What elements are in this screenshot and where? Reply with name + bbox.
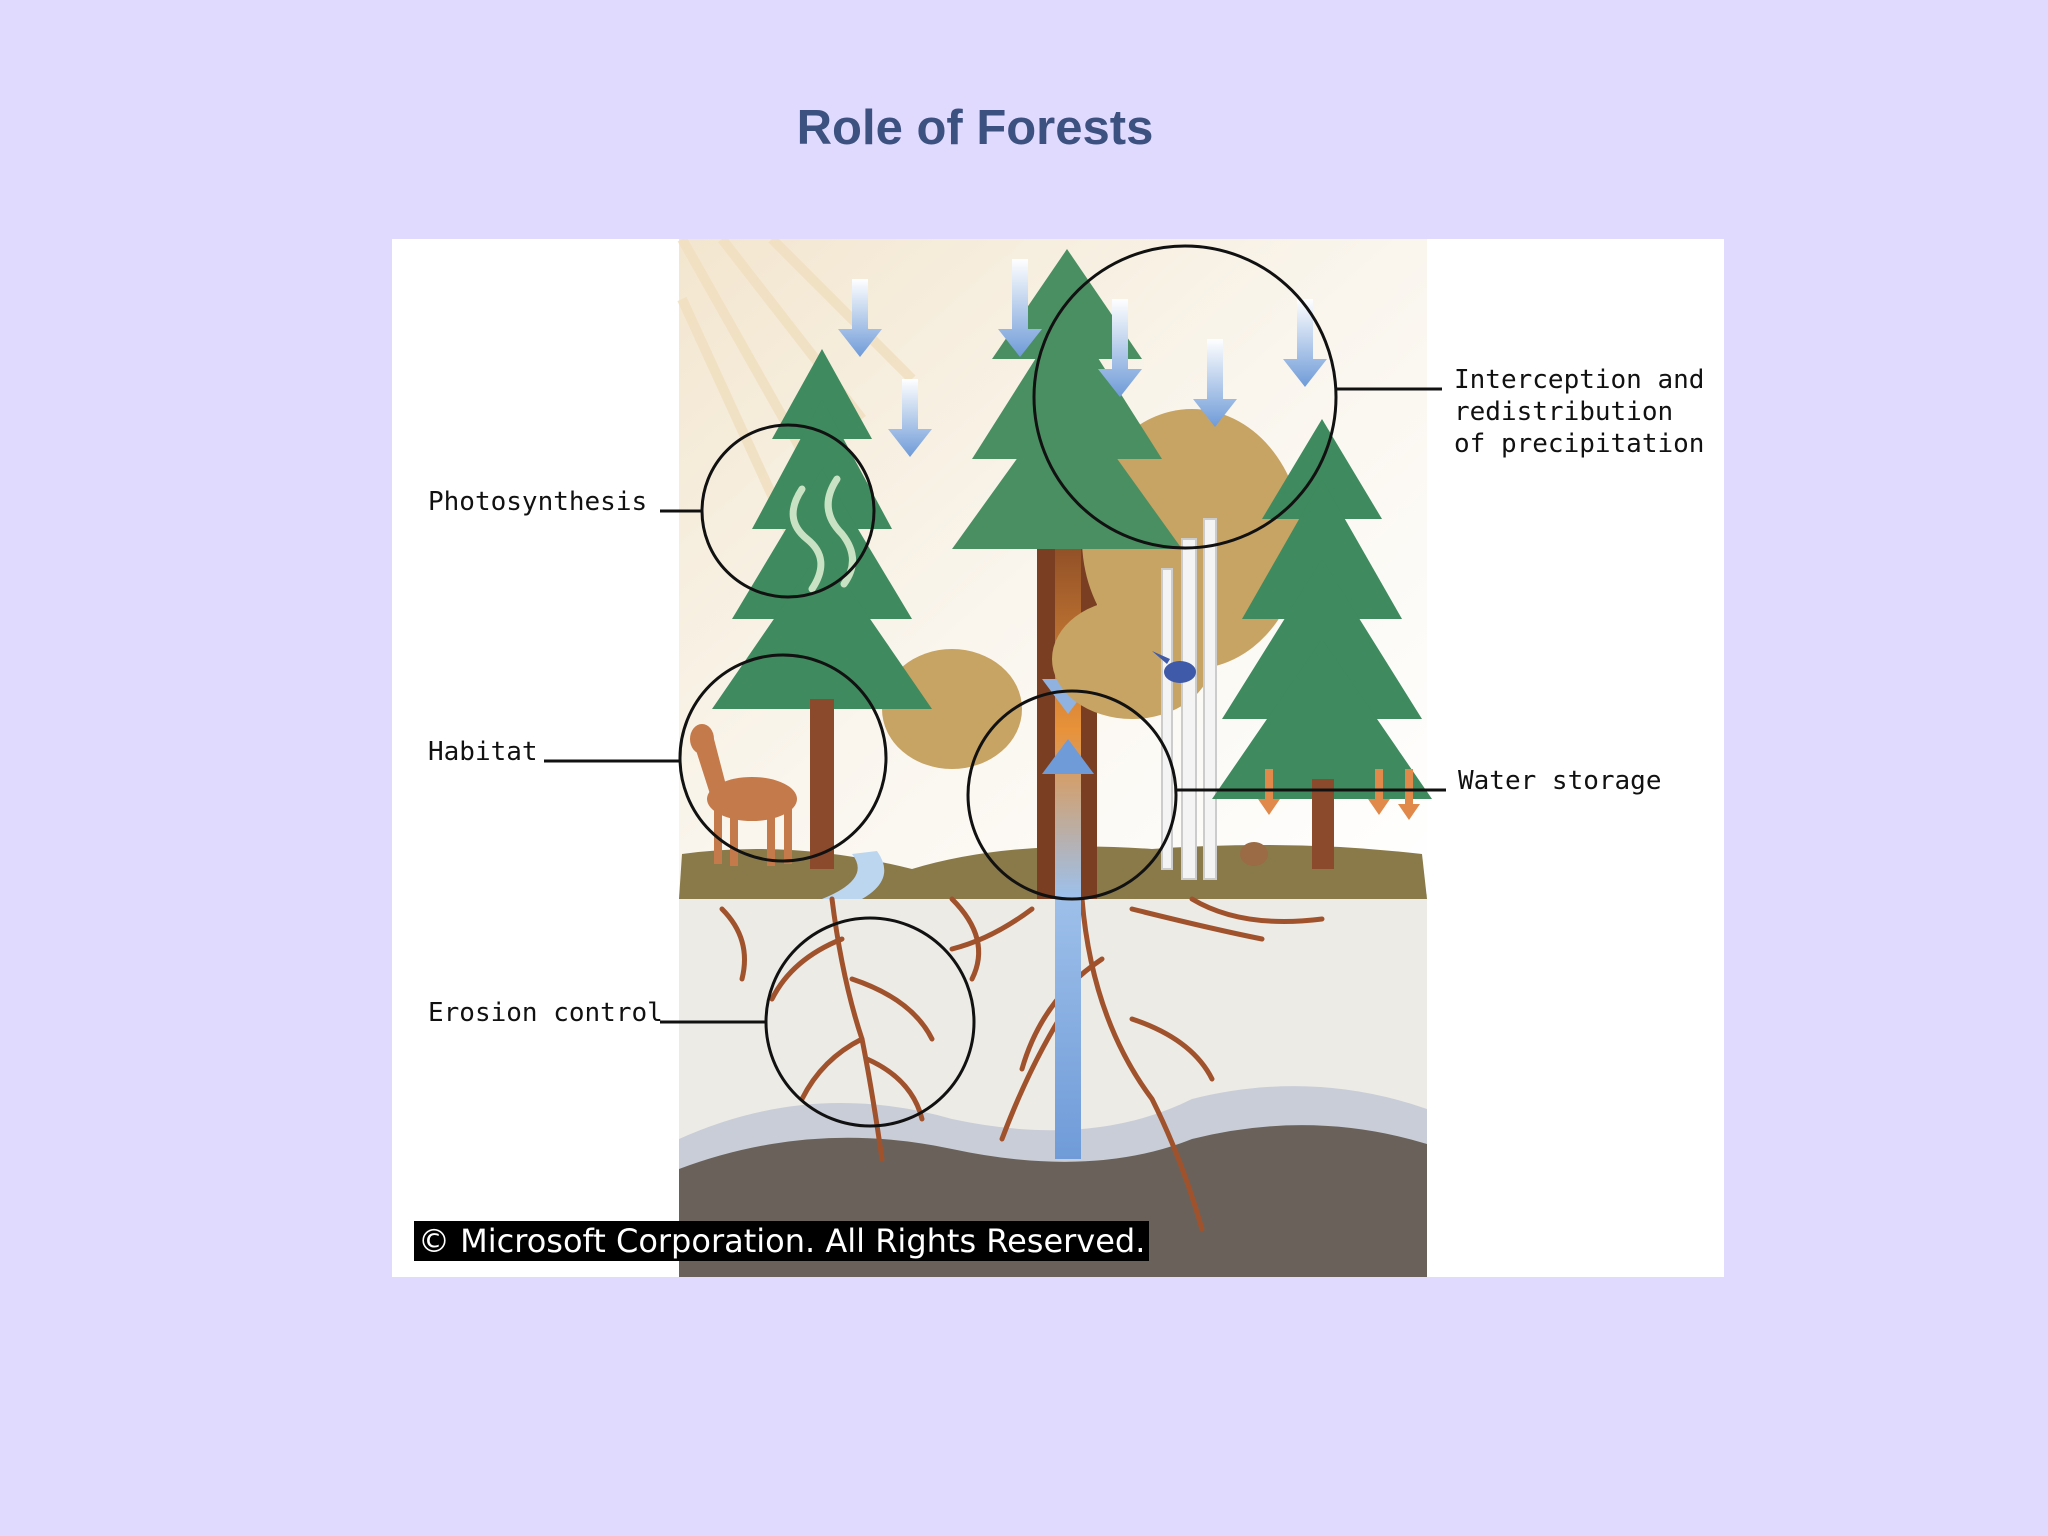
precipitation-arrows	[838, 259, 1327, 457]
label-photosynthesis: Photosynthesis	[428, 487, 648, 517]
forest-illustration	[544, 239, 1446, 1277]
interception-circle	[1032, 244, 1338, 550]
conifer-left	[712, 349, 932, 709]
habitat-circle	[678, 653, 888, 863]
label-erosion-control: Erosion control	[428, 998, 663, 1028]
conifer-right	[1212, 419, 1432, 799]
water-column	[1055, 499, 1081, 1159]
tree-roots	[719, 896, 1325, 1232]
squirrel	[1240, 842, 1268, 866]
label-interception-line-3: of precipitation	[1454, 429, 1705, 459]
bluejay	[1152, 651, 1196, 683]
conifer-left-trunk	[810, 699, 834, 869]
copyright-notice: © Microsoft Corporation. All Rights Rese…	[414, 1221, 1150, 1261]
conifer-right-trunk	[1312, 779, 1334, 869]
label-water-storage: Water storage	[1458, 766, 1662, 796]
slide-title: Role of Forests	[796, 101, 1154, 155]
water-up-arrow	[1042, 739, 1094, 774]
label-habitat: Habitat	[428, 737, 538, 767]
forest-diagram: Photosynthesis Habitat Erosion control I…	[392, 239, 1724, 1277]
label-interception: Interception and redistribution of preci…	[1454, 364, 1704, 460]
water-storage-circle	[966, 689, 1178, 901]
label-interception-line-2: redistribution	[1454, 397, 1674, 427]
label-interception-line-1: Interception and	[1454, 365, 1705, 395]
leader-lines	[544, 387, 1446, 1024]
callout-circles	[678, 244, 1338, 1128]
stream	[822, 851, 885, 899]
drip-arrows	[1258, 769, 1420, 820]
